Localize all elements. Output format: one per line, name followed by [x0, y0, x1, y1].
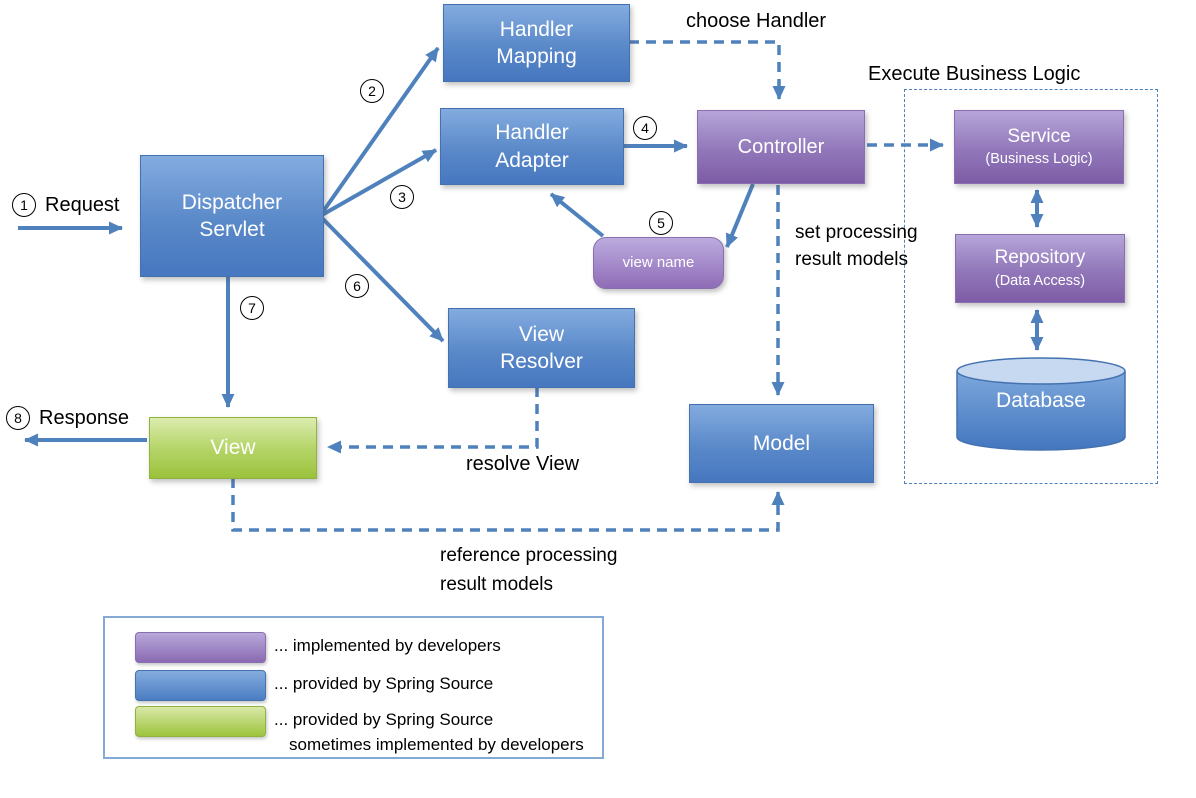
step-2-badge: 2	[360, 79, 384, 103]
view-name-box: view name	[593, 237, 724, 289]
arrow-dispatcher-to-handler-mapping	[320, 46, 440, 215]
dashed-view-to-model	[231, 478, 785, 532]
legend-label-green-line1: ... provided by Spring Source	[274, 710, 494, 729]
set-processing-line2: result models	[795, 249, 908, 270]
legend-box: ... implemented by developers ... provid…	[103, 616, 604, 759]
repository-title: Repository	[994, 247, 1086, 269]
step-7-badge: 7	[240, 296, 264, 320]
service-subtitle: (Business Logic)	[985, 151, 1093, 168]
legend-label-blue: ... provided by Spring Source	[274, 674, 494, 693]
step-4-badge: 4	[633, 116, 657, 140]
step-3-badge: 3	[390, 185, 414, 209]
request-step-label: 1 Request	[12, 193, 120, 217]
repository-subtitle: (Data Access)	[994, 272, 1086, 289]
service-title: Service	[1007, 125, 1071, 147]
arrow-controller-to-view-name	[725, 183, 755, 248]
view-name-label: view name	[622, 254, 695, 272]
execute-business-logic-title: Execute Business Logic	[868, 63, 1081, 85]
database-cylinder-shape	[956, 357, 1126, 451]
response-text: Response	[39, 406, 130, 429]
choose-handler-note: choose Handler	[686, 10, 827, 32]
arrow-view-name-to-handler-adapter	[549, 192, 605, 238]
model-box: Model	[689, 404, 874, 483]
service-box: Service (Business Logic)	[954, 110, 1124, 184]
legend-swatch-green	[135, 706, 266, 737]
resolve-view-note: resolve View	[466, 453, 580, 475]
reference-processing-line2: result models	[440, 574, 553, 595]
legend-swatch-purple	[135, 632, 266, 663]
controller-box: Controller	[697, 110, 865, 184]
execute-business-logic-container	[904, 89, 1158, 484]
reference-processing-line1: reference processing	[440, 545, 618, 566]
handler-mapping-label-line1: Handler	[499, 17, 574, 41]
arrow-dispatcher-to-view-resolver	[320, 216, 445, 343]
database-label: Database	[996, 389, 1086, 412]
dispatcher-servlet-label-line2: Servlet	[199, 218, 265, 241]
database-cylinder: Database	[955, 357, 1127, 452]
set-processing-note: set processing result models	[795, 219, 918, 273]
repository-box: Repository (Data Access)	[955, 234, 1125, 303]
dispatcher-servlet-box: Dispatcher Servlet	[140, 155, 324, 277]
set-processing-line1: set processing	[795, 222, 918, 243]
request-text: Request	[45, 193, 120, 216]
handler-adapter-label-line1: Handler	[495, 121, 569, 145]
view-resolver-box: View Resolver	[448, 308, 635, 388]
step-6-badge: 6	[345, 274, 369, 298]
view-box: View	[149, 417, 317, 479]
view-resolver-label-line2: Resolver	[500, 350, 583, 373]
step-1-badge: 1	[12, 193, 36, 217]
model-label: Model	[752, 431, 811, 455]
step-8-badge: 8	[6, 406, 30, 430]
legend-swatch-blue	[135, 670, 266, 701]
dispatcher-servlet-label-line1: Dispatcher	[181, 190, 283, 214]
dashed-choose-handler	[629, 40, 786, 100]
view-label: View	[210, 436, 256, 460]
handler-mapping-box: Handler Mapping	[443, 4, 630, 82]
handler-adapter-label-line2: Adapter	[495, 148, 569, 172]
reference-processing-note: reference processing result models	[440, 541, 617, 599]
step-5-badge: 5	[649, 211, 673, 235]
arrow-dispatcher-to-handler-adapter	[321, 148, 437, 217]
handler-adapter-box: Handler Adapter	[440, 108, 624, 185]
legend-label-purple: ... implemented by developers	[274, 636, 501, 655]
handler-mapping-label-line2: Mapping	[496, 45, 577, 68]
response-step-label: 8 Response	[6, 406, 129, 430]
dashed-view-resolver-to-view	[327, 387, 539, 454]
controller-label: Controller	[737, 136, 825, 158]
legend-label-green-line2: sometimes implemented by developers	[289, 735, 584, 754]
view-resolver-label-line1: View	[518, 322, 565, 346]
